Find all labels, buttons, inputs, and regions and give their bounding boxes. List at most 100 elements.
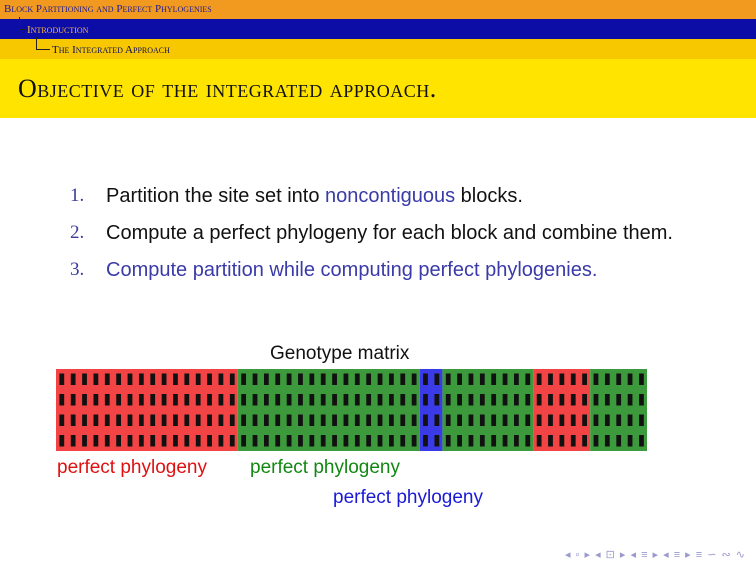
matrix-cell <box>389 394 394 406</box>
header-subsubsection-link[interactable]: The Integrated Approach <box>52 44 170 56</box>
matrix-cell <box>229 435 235 447</box>
matrix-cell <box>536 394 542 406</box>
matrix-cell <box>502 435 508 447</box>
header-subsection-link[interactable]: Introduction <box>27 24 89 36</box>
matrix-cell <box>218 414 224 426</box>
matrix-cell <box>59 394 65 406</box>
matrix-cell <box>479 373 485 385</box>
matrix-cell <box>59 435 65 447</box>
matrix-cell <box>241 435 247 447</box>
matrix-cell <box>286 435 292 447</box>
red-block-label: perfect phylogeny <box>57 457 207 478</box>
matrix-cell <box>173 414 178 426</box>
matrix-cell <box>127 414 133 426</box>
matrix-cell <box>82 373 87 385</box>
matrix-cell <box>354 435 360 447</box>
matrix-cell <box>320 373 326 385</box>
matrix-cell <box>354 373 360 385</box>
matrix-cell <box>150 414 156 426</box>
matrix-cell <box>252 435 258 447</box>
matrix-cell <box>639 373 644 385</box>
matrix-cell <box>161 414 167 426</box>
list-item-text: blocks. <box>455 185 523 207</box>
matrix-cell <box>502 373 508 385</box>
matrix-cell <box>150 435 156 447</box>
matrix-cell <box>252 373 258 385</box>
matrix-cell <box>218 373 224 385</box>
matrix-cell <box>354 394 360 406</box>
matrix-cell <box>343 394 349 406</box>
matrix-cell <box>138 414 144 426</box>
list-item: 1. Partition the site set into noncontig… <box>70 182 710 210</box>
matrix-cell <box>548 435 553 447</box>
matrix-cell <box>320 394 326 406</box>
matrix-cell <box>411 373 417 385</box>
matrix-cell <box>195 394 201 406</box>
matrix-cell <box>93 394 99 406</box>
matrix-cell <box>457 435 462 447</box>
matrix-cell <box>627 373 633 385</box>
matrix-cell <box>309 394 315 406</box>
list-item: 3. Compute partition while computing per… <box>70 256 710 284</box>
matrix-cell <box>548 414 553 426</box>
matrix-cell <box>332 394 337 406</box>
header-section-link[interactable]: Block Partitioning and Perfect Phylogeni… <box>4 3 212 15</box>
matrix-cell <box>616 394 622 406</box>
matrix-cell <box>354 414 360 426</box>
matrix-cell <box>104 394 110 406</box>
matrix-cell <box>104 435 110 447</box>
matrix-cell <box>423 373 428 385</box>
matrix-cell <box>457 414 462 426</box>
list-item-number: 3. <box>70 259 85 280</box>
matrix-cell <box>116 373 122 385</box>
matrix-cell <box>116 435 122 447</box>
matrix-cell <box>286 414 292 426</box>
matrix-cell <box>207 414 212 426</box>
matrix-cell <box>195 414 201 426</box>
matrix-cell <box>138 373 144 385</box>
matrix-cell <box>582 435 587 447</box>
matrix-cell <box>548 394 553 406</box>
matrix-cell <box>195 373 201 385</box>
matrix-cell <box>93 435 99 447</box>
matrix-cell <box>150 394 156 406</box>
matrix-cell <box>491 394 497 406</box>
matrix-cell <box>309 435 315 447</box>
matrix-cell <box>252 414 258 426</box>
header-subsubsection-bar: The Integrated Approach <box>0 37 756 59</box>
matrix-cell <box>445 394 451 406</box>
beamer-navigation-icons[interactable]: ◂ ▫ ▸ ◂ ⊡ ▸ ◂ ≡ ▸ ◂ ≡ ▸ ≡ ∽ ∾ ∿ <box>564 549 746 561</box>
matrix-cell <box>263 435 269 447</box>
matrix-cell <box>514 414 519 426</box>
matrix-cell <box>104 414 110 426</box>
matrix-cell <box>93 414 99 426</box>
matrix-cell <box>411 394 417 406</box>
matrix-cell <box>400 373 406 385</box>
matrix-cell <box>366 373 372 385</box>
matrix-cell <box>116 414 122 426</box>
matrix-cell <box>173 373 178 385</box>
matrix-cell <box>332 414 337 426</box>
matrix-cell <box>616 435 622 447</box>
matrix-cell <box>491 373 497 385</box>
matrix-cell <box>218 435 224 447</box>
matrix-cell <box>479 435 485 447</box>
matrix-block <box>419 369 443 451</box>
matrix-cell <box>161 394 167 406</box>
matrix-cell <box>639 435 644 447</box>
matrix-cell <box>207 394 212 406</box>
matrix-cell <box>525 414 531 426</box>
matrix-cell <box>423 394 428 406</box>
matrix-cell <box>184 414 190 426</box>
matrix-cell <box>275 414 281 426</box>
matrix-cell <box>627 435 633 447</box>
header-subsection-bar: Introduction <box>0 17 756 39</box>
matrix-cell <box>434 414 440 426</box>
matrix-cell <box>639 394 644 406</box>
matrix-cell <box>286 373 292 385</box>
matrix-cell <box>582 373 587 385</box>
matrix-cell <box>59 414 65 426</box>
matrix-cell <box>229 414 235 426</box>
tree-connector-2 <box>36 37 50 50</box>
matrix-cell <box>457 394 462 406</box>
